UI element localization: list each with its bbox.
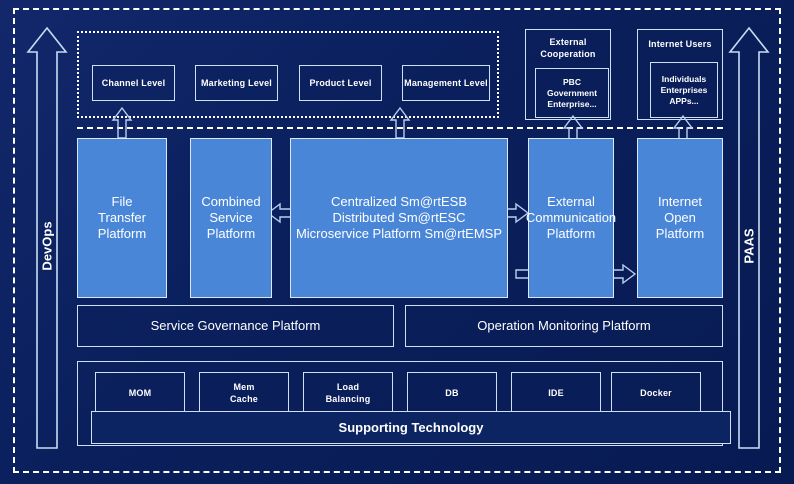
platform-combined-service[interactable]: Combined Service Platform	[190, 138, 272, 298]
platform-external-communication[interactable]: External Communication Platform	[525, 138, 617, 298]
platform-label: External Communication Platform	[525, 194, 617, 241]
technology-item-mom[interactable]: MOM	[95, 372, 185, 414]
internet-users-inner-label: Individuals Enterprises APPs...	[660, 73, 708, 106]
technology-item-db[interactable]: DB	[407, 372, 497, 414]
technology-item-ide[interactable]: IDE	[511, 372, 601, 414]
platform-label: Combined Service Platform	[201, 194, 261, 241]
operation-monitoring-label: Operation Monitoring Platform	[477, 318, 651, 333]
platform-file-transfer[interactable]: File Transfer Platform	[77, 138, 167, 298]
service-governance-label: Service Governance Platform	[150, 318, 321, 333]
business-level-label: Marketing Level	[200, 78, 273, 88]
internet-users-group[interactable]: Internet Users Individuals Enterprises A…	[637, 29, 723, 120]
internet-users-inner: Individuals Enterprises APPs...	[650, 62, 718, 118]
business-level-label: Channel Level	[101, 78, 166, 88]
technology-item-label: IDE	[548, 388, 564, 398]
technology-item-load-balancing[interactable]: Load Balancing	[303, 372, 393, 414]
external-cooperation-inner: PBC Government Enterprise...	[535, 68, 609, 118]
business-level-label: Product Level	[309, 78, 372, 88]
supporting-technology-banner[interactable]: Supporting Technology	[91, 411, 731, 444]
platform-label: File Transfer Platform	[97, 194, 147, 241]
business-level-product[interactable]: Product Level	[299, 65, 382, 101]
service-governance-platform[interactable]: Service Governance Platform	[77, 305, 394, 347]
platform-label: Internet Open Platform	[655, 194, 705, 241]
platform-label: Centralized Sm@rtESB Distributed Sm@rtES…	[295, 194, 503, 241]
platform-internet-open[interactable]: Internet Open Platform	[637, 138, 723, 298]
business-level-channel[interactable]: Channel Level	[92, 65, 175, 101]
business-level-marketing[interactable]: Marketing Level	[195, 65, 278, 101]
outer-dashed-frame	[13, 8, 781, 473]
external-cooperation-title: External Cooperation	[540, 37, 596, 59]
top-band-divider	[77, 127, 723, 129]
technology-item-docker[interactable]: Docker	[611, 372, 701, 414]
technology-item-label: MOM	[128, 388, 152, 398]
technology-item-label: DB	[445, 388, 459, 398]
technology-item-label: Docker	[640, 388, 672, 398]
platform-core-esb[interactable]: Centralized Sm@rtESB Distributed Sm@rtES…	[290, 138, 508, 298]
business-level-management[interactable]: Management Level	[402, 65, 490, 101]
devops-rail: DevOps	[26, 26, 68, 450]
technology-item-label: Load Balancing	[325, 382, 371, 404]
up-arrow-icon	[26, 26, 68, 449]
paas-rail: PAAS	[728, 26, 770, 450]
external-cooperation-inner-label: PBC Government Enterprise...	[546, 76, 598, 109]
paas-label: PAAS	[741, 228, 757, 265]
internet-users-title: Internet Users	[648, 39, 712, 49]
technology-item-label: Mem Cache	[229, 382, 258, 404]
up-arrow-icon	[728, 26, 770, 449]
devops-label: DevOps	[39, 221, 55, 272]
business-levels-group	[77, 31, 499, 118]
technology-item-mem-cache[interactable]: Mem Cache	[199, 372, 289, 414]
business-level-label: Management Level	[404, 78, 488, 88]
supporting-technology-label: Supporting Technology	[338, 419, 484, 435]
operation-monitoring-platform[interactable]: Operation Monitoring Platform	[405, 305, 723, 347]
external-cooperation-group[interactable]: External Cooperation PBC Government Ente…	[525, 29, 611, 120]
